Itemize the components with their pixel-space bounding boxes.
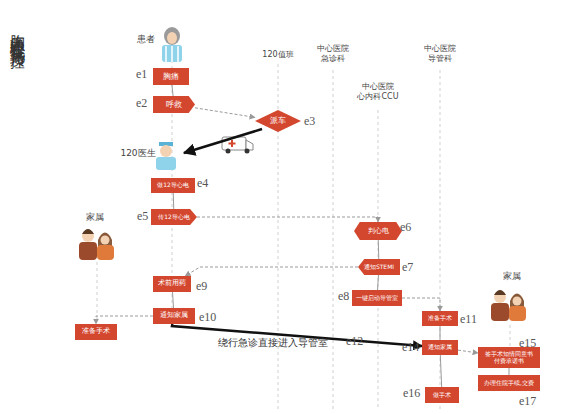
process-box: 通知STEMI bbox=[358, 259, 400, 275]
lane-label: 120医生 bbox=[118, 148, 158, 159]
callout-number: e5 bbox=[137, 209, 148, 223]
family-figure bbox=[491, 290, 526, 321]
callout-number: e3 bbox=[304, 114, 315, 128]
lane-label: 中心医院 导管科 bbox=[419, 44, 461, 63]
dispatch-arrow bbox=[184, 129, 262, 153]
process-box: 签手术知情同意书 付费承诺书 bbox=[478, 347, 540, 368]
callout-number: e15 bbox=[519, 336, 536, 350]
lane-label: 120值班 bbox=[254, 50, 302, 60]
callout-number: e8 bbox=[338, 289, 349, 303]
connector bbox=[458, 350, 478, 353]
process-box: 做手术 bbox=[425, 387, 459, 403]
process-box: 呼救 bbox=[153, 96, 195, 113]
doctor-figure bbox=[156, 142, 176, 170]
process-box: 传12导心电 bbox=[151, 209, 197, 225]
connector bbox=[173, 292, 174, 308]
node-text: 准备手术 bbox=[422, 311, 458, 326]
node-text: 传12导心电 bbox=[151, 209, 197, 225]
callout-number: e10 bbox=[199, 310, 216, 324]
node-text: 通知家属 bbox=[422, 340, 458, 355]
shape-fill bbox=[358, 259, 400, 275]
lane-label: 中心医院 心内科CCU bbox=[350, 82, 406, 101]
connector bbox=[509, 368, 510, 375]
connector bbox=[173, 193, 175, 209]
node-text: 呼救 bbox=[153, 96, 195, 113]
connector bbox=[195, 108, 255, 118]
callout-number: e11 bbox=[460, 312, 477, 326]
connector bbox=[197, 217, 378, 222]
connector bbox=[378, 240, 380, 259]
shape-fill bbox=[255, 110, 301, 132]
lane-label: 家属 bbox=[80, 212, 110, 223]
process-box: 准备手术 bbox=[422, 311, 458, 326]
callout-number: e7 bbox=[402, 260, 413, 274]
node-text: 准备手术 bbox=[75, 324, 117, 340]
shape-fill bbox=[153, 96, 195, 113]
callout-number: e1 bbox=[136, 67, 147, 81]
node-text: 通知家属 bbox=[153, 308, 195, 324]
node-text: 胸痛 bbox=[153, 68, 189, 85]
connector bbox=[172, 85, 173, 96]
process-box: 做12导心电 bbox=[151, 178, 195, 193]
process-box: 术前用药 bbox=[153, 276, 191, 292]
shape-fill bbox=[354, 222, 402, 240]
connector bbox=[440, 326, 441, 340]
node-text: 一键启动导管室 bbox=[352, 290, 402, 306]
lifelines bbox=[97, 60, 510, 410]
callout-number: e9 bbox=[196, 279, 207, 293]
callout-number: e4 bbox=[197, 176, 208, 190]
node-text: 做12导心电 bbox=[151, 178, 195, 193]
diagram-title: 胸痛中心流程优化与质控 bbox=[8, 22, 27, 44]
edge-label: 绕行急诊直接进入导管室 bbox=[218, 337, 328, 349]
callout-number: e17 bbox=[519, 394, 536, 408]
lane-label: 中心医院 急诊科 bbox=[312, 44, 354, 63]
lane-label: 家属 bbox=[497, 271, 527, 282]
family-figure bbox=[79, 229, 114, 260]
callout-number: e12 bbox=[346, 334, 363, 348]
connector bbox=[96, 316, 153, 324]
node-text: 签手术知情同意书 付费承诺书 bbox=[478, 347, 540, 368]
connector bbox=[402, 298, 440, 311]
node-text: 做手术 bbox=[425, 387, 459, 403]
process-box: 判心电 bbox=[354, 222, 402, 240]
node-text: 判心电 bbox=[354, 222, 402, 240]
node-text: 术前用药 bbox=[153, 276, 191, 292]
process-box: 一键启动导管室 bbox=[352, 290, 402, 306]
process-box: 办理住院手续,交费 bbox=[478, 375, 540, 391]
shape-fill bbox=[151, 209, 197, 225]
callout-number: e2 bbox=[136, 96, 147, 110]
callout-number: e16 bbox=[403, 386, 420, 400]
node-text: 通知STEMI bbox=[358, 259, 400, 275]
callout-number: e14 bbox=[402, 340, 419, 354]
node-text: 派车 bbox=[255, 110, 301, 132]
patient-figure bbox=[162, 27, 182, 62]
connector bbox=[185, 267, 358, 276]
callout-number: e6 bbox=[400, 220, 411, 234]
process-box: 通知家属 bbox=[153, 308, 195, 324]
connector bbox=[440, 355, 441, 387]
decision-diamond: 派车 bbox=[255, 110, 301, 132]
process-box: 准备手术 bbox=[75, 324, 117, 340]
node-text: 办理住院手续,交费 bbox=[478, 375, 540, 391]
process-box: 通知家属 bbox=[422, 340, 458, 355]
process-box: 胸痛 bbox=[153, 68, 189, 85]
lane-label: 患者 bbox=[134, 34, 158, 45]
connector bbox=[377, 275, 379, 290]
